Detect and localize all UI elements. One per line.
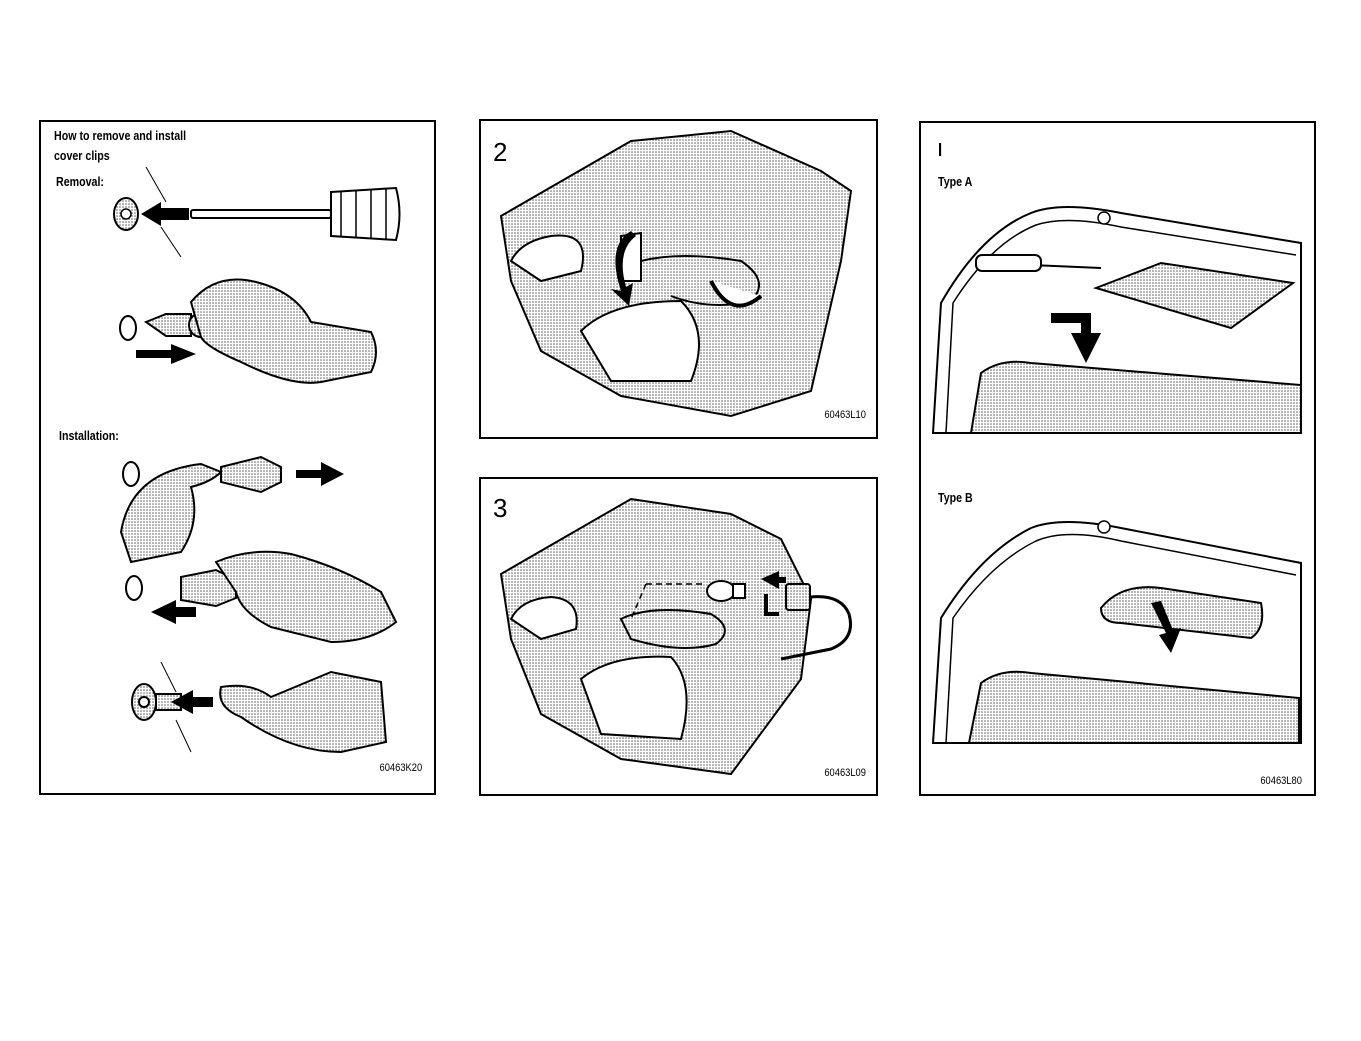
panel-cover-clips: How to remove and install cover clips Re… <box>39 120 436 795</box>
hand-press-icon <box>132 662 386 752</box>
panel-title-line2: cover clips <box>54 147 110 165</box>
lens-removal-illustration <box>921 123 1314 794</box>
figure-code: 60463L09 <box>824 767 866 779</box>
socket-removal-illustration <box>481 121 876 437</box>
figure-code: 60463K20 <box>379 762 422 774</box>
installation-label: Installation: <box>59 427 119 445</box>
step-number: 3 <box>493 495 507 521</box>
hand-pull-icon <box>120 280 376 383</box>
screwdriver-icon <box>191 188 400 240</box>
screwdriver-icon <box>976 255 1041 271</box>
type-a-illustration <box>933 207 1301 433</box>
clip-removal-icon <box>114 167 189 257</box>
bulb-replacement-illustration <box>481 479 876 794</box>
figure-code: 60463L10 <box>824 409 866 421</box>
bulb-icon <box>707 581 745 601</box>
step-number: 2 <box>493 139 507 165</box>
panel-lens-removal: I Type A Type B 60463L80 <box>919 121 1316 796</box>
type-a-label: Type A <box>938 173 972 191</box>
step-number: I <box>938 141 942 159</box>
type-b-label: Type B <box>938 489 973 507</box>
panel-step-3: 3 60463L09 <box>479 477 878 796</box>
cover-clips-illustration <box>41 122 434 793</box>
panel-step-2: 2 60463L10 <box>479 119 878 439</box>
removal-label: Removal: <box>56 173 104 191</box>
figure-code: 60463L80 <box>1260 775 1302 787</box>
hand-insert-icon <box>126 552 396 642</box>
hand-push-icon <box>121 457 344 562</box>
panel-title-line1: How to remove and install <box>54 127 186 145</box>
type-b-illustration <box>933 521 1301 743</box>
